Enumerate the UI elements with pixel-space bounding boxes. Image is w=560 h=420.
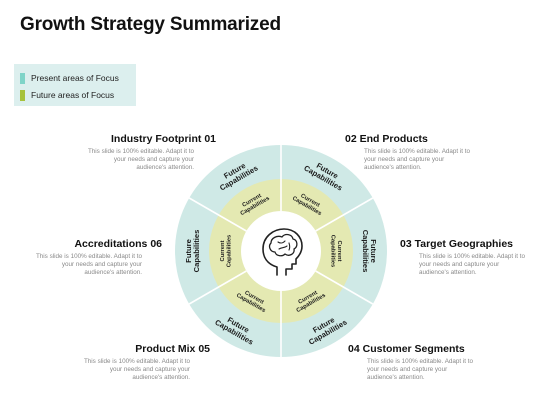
- segment-divider: [315, 270, 374, 305]
- item-01-number: 01: [204, 133, 216, 145]
- legend: Present areas of Focus Future areas of F…: [14, 64, 136, 106]
- segment-divider: [315, 197, 374, 232]
- item-05: Product Mix 05 This slide is 100% editab…: [50, 343, 210, 382]
- page-title: Growth Strategy Summarized: [20, 14, 281, 35]
- item-04-description: This slide is 100% editable. Adapt it to…: [367, 358, 474, 381]
- brain-head-icon: [262, 228, 303, 276]
- item-05-description: This slide is 100% editable. Adapt it to…: [83, 358, 190, 381]
- item-03: 03 Target Geographies This slide is 100%…: [400, 238, 555, 277]
- item-03-description: This slide is 100% editable. Adapt it to…: [419, 253, 526, 276]
- item-02-number: 02: [345, 133, 357, 145]
- legend-item-present: Present areas of Focus: [20, 72, 119, 84]
- legend-label-present: Present areas of Focus: [31, 73, 119, 83]
- segment-divider: [188, 197, 247, 232]
- item-06-number: 06: [150, 238, 162, 250]
- legend-item-future: Future areas of Focus: [20, 89, 114, 101]
- item-04-label: Customer Segments: [362, 343, 465, 355]
- item-05-number: 05: [198, 343, 210, 355]
- item-03-number: 03: [400, 238, 412, 250]
- item-06-label: Accreditations: [74, 238, 148, 250]
- future-capabilities-label-3: FutureCapabilities: [361, 230, 378, 273]
- item-02-description: This slide is 100% editable. Adapt it to…: [364, 148, 471, 171]
- item-02: 02 End Products This slide is 100% edita…: [345, 133, 515, 172]
- legend-label-future: Future areas of Focus: [31, 90, 115, 100]
- current-capabilities-label-3: CurrentCapabilities: [329, 235, 341, 268]
- future-capabilities-label-6: FutureCapabilities: [184, 230, 201, 273]
- item-05-label: Product Mix: [135, 343, 196, 355]
- item-02-label: End Products: [359, 133, 428, 145]
- legend-swatch-future: [20, 89, 25, 101]
- item-03-label: Target Geographies: [414, 238, 514, 250]
- item-06-description: This slide is 100% editable. Adapt it to…: [35, 253, 142, 276]
- item-04-number: 04: [348, 343, 360, 355]
- item-06: Accreditations 06 This slide is 100% edi…: [2, 238, 162, 277]
- item-01-description: This slide is 100% editable. Adapt it to…: [87, 148, 194, 171]
- current-capabilities-label-6: CurrentCapabilities: [220, 235, 232, 268]
- item-04: 04 Customer Segments This slide is 100% …: [348, 343, 518, 382]
- item-01-label: Industry Footprint: [110, 133, 202, 145]
- item-01: Industry Footprint 01 This slide is 100%…: [56, 133, 216, 172]
- segment-dividers: [188, 145, 374, 357]
- segment-divider: [188, 270, 247, 305]
- center-circle: [241, 211, 321, 291]
- legend-swatch-present: [20, 72, 25, 84]
